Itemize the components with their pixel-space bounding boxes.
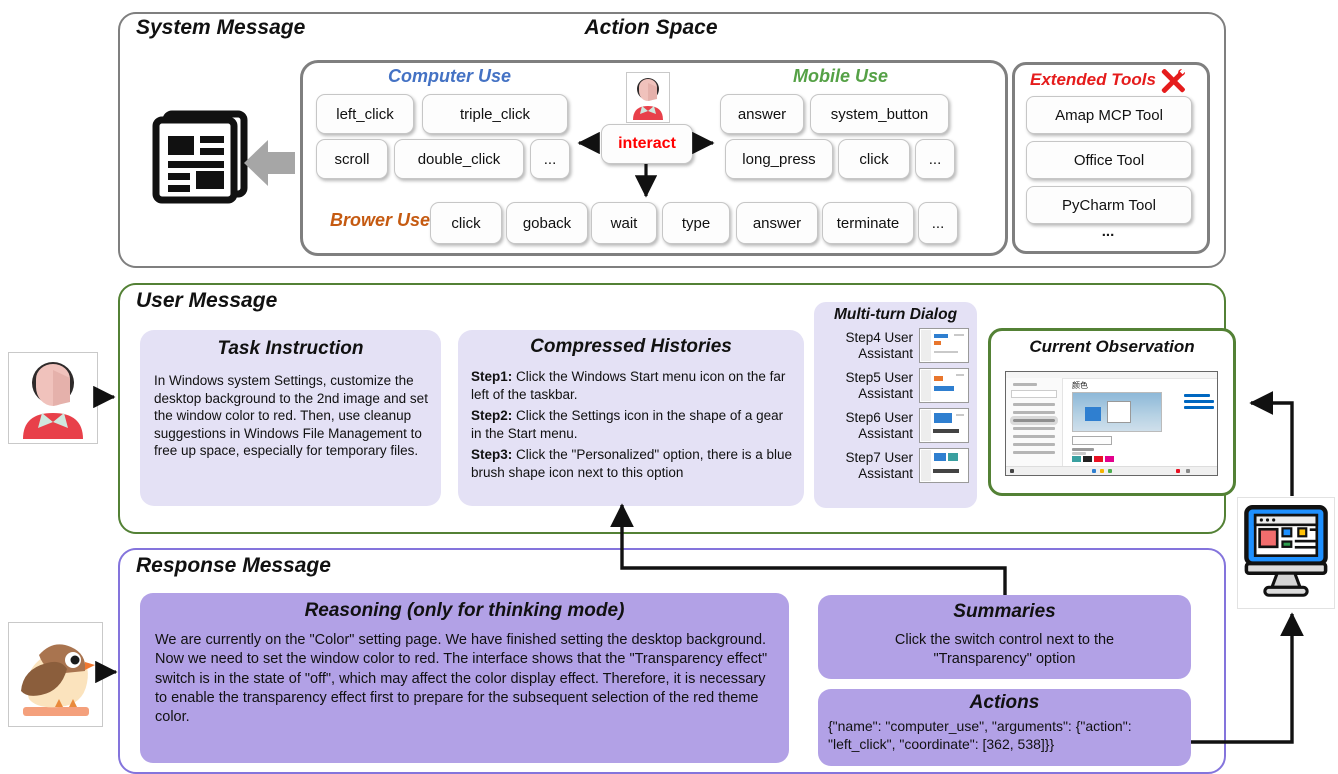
tools-icon [1160,68,1186,94]
action-button-more-mobile: ... [915,139,955,179]
turn-role: Assistant [858,465,913,481]
observation-preview-image [1072,392,1162,432]
current-observation-panel: Current Observation 颜色 [988,328,1236,496]
action-button-answer-mobile: answer [720,94,804,134]
tools-more-ellipsis: ... [1101,223,1115,240]
user-avatar [8,352,98,444]
assistant-bird-avatar [8,622,103,727]
summaries-body: Click the switch control next to the "Tr… [894,632,1115,667]
history-step: Step3: Click the "Personalized" option, … [471,446,796,481]
environment-to-observation-connector [1249,391,1294,496]
turn-step: Step6 User [845,410,913,426]
history-step: Step1: Click the Windows Start menu icon… [471,368,796,403]
interact-button: interact [601,124,693,164]
summaries-title: Summaries [953,601,1056,622]
action-button-terminate: terminate [822,202,914,244]
tool-button-office: Office Tool [1026,141,1192,179]
action-button-wait: wait [591,202,657,244]
history-step-label: Step3: [471,447,513,463]
task-instruction-title: Task Instruction [217,338,364,359]
turn-role: Assistant [858,425,913,441]
newspaper-icon [150,110,254,206]
action-button-more-computer: ... [530,139,570,179]
action-button-type: type [662,202,730,244]
observation-window-title: 颜色 [1072,381,1088,390]
observation-screenshot: 颜色 [1005,371,1218,476]
task-instruction-panel: Task Instruction In Windows system Setti… [140,330,441,506]
browser-use-label: Brower Use [330,210,431,230]
turn-step: Step5 User [845,370,913,386]
screenshot-thumbnail [919,408,969,443]
interact-user-icon [626,72,670,123]
turn-role: Assistant [858,345,913,361]
reasoning-panel: Reasoning (only for thinking mode) We ar… [140,593,789,763]
system-message-title: System Message [136,16,306,39]
history-step-text: Click the Windows Start menu icon on the… [471,369,786,402]
action-button-more-browser: ... [918,202,958,244]
action-button-click-browser: click [430,202,502,244]
user-message-title: User Message [136,289,278,312]
actions-title: Actions [969,692,1040,713]
screenshot-thumbnail [919,368,969,403]
current-observation-title: Current Observation [1029,337,1195,356]
history-step-text: Click the "Personalized" option, there i… [471,447,793,480]
action-button-system-button: system_button [810,94,949,134]
history-step-label: Step1: [471,369,513,384]
history-step: Step2: Click the Settings icon in the sh… [471,407,796,442]
action-button-scroll: scroll [316,139,388,179]
mobile-use-label: Mobile Use [793,66,889,86]
action-button-triple-click: triple_click [422,94,568,134]
multi-turn-dialog-title: Multi-turn Dialog [833,306,958,323]
history-step-label: Step2: [471,408,513,424]
tool-button-amap-mcp: Amap MCP Tool [1026,96,1192,134]
action-space-title: Action Space [584,16,718,39]
compressed-histories-panel: Compressed Histories Step1: Click the Wi… [458,330,804,506]
summaries-panel: Summaries Click the switch control next … [818,595,1191,679]
screenshot-thumbnail [919,328,969,363]
compressed-histories-steps: Step1: Click the Windows Start menu icon… [471,368,796,481]
actions-panel: Actions {"name": "computer_use", "argume… [818,689,1191,766]
action-button-long-press: long_press [725,139,833,179]
screenshot-thumbnail [919,448,969,483]
action-button-left-click: left_click [316,94,414,134]
turn-step: Step4 User [845,330,913,346]
turn-role: Assistant [858,385,913,401]
reasoning-body: We are currently on the "Color" setting … [155,632,768,726]
environment-monitor-icon [1237,497,1335,609]
tool-button-pycharm: PyCharm Tool [1026,186,1192,224]
action-button-answer-browser: answer [736,202,818,244]
compressed-histories-title: Compressed Histories [530,336,732,357]
reasoning-title: Reasoning (only for thinking mode) [304,600,625,621]
extended-tools-label: Extended Tools [1030,70,1156,89]
action-button-double-click: double_click [394,139,524,179]
response-message-title: Response Message [136,554,331,577]
actions-body: {"name": "computer_use", "arguments": {"… [828,718,1132,752]
task-instruction-body: In Windows system Settings, customize th… [154,373,428,459]
action-button-click-mobile: click [838,139,910,179]
action-button-goback: goback [506,202,588,244]
history-step-text: Click the Settings icon in the shape of … [471,408,784,441]
turn-step: Step7 User [845,450,913,466]
computer-use-label: Computer Use [388,66,512,86]
